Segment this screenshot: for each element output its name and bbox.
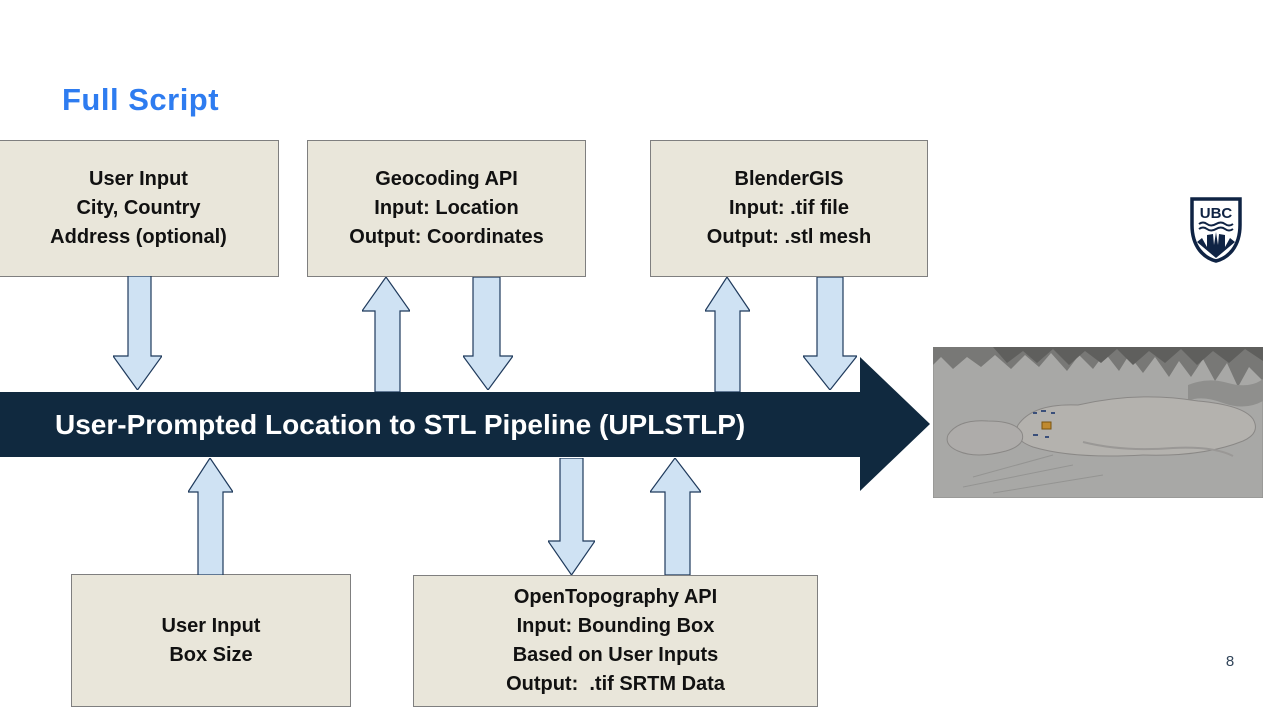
arrow-up-pipeline-to-geocoding bbox=[362, 277, 410, 392]
box-user-input-box-size: User Input Box Size bbox=[71, 574, 351, 707]
terrain-island bbox=[1015, 396, 1256, 457]
box-line: User Input bbox=[89, 168, 188, 190]
terrain-labels bbox=[1033, 410, 1055, 438]
ubc-wave-line bbox=[1198, 221, 1234, 227]
box-line: Geocoding API bbox=[375, 168, 518, 190]
box-line: OpenTopography API bbox=[513, 586, 718, 608]
terrain-contour bbox=[1082, 441, 1234, 457]
ubc-wave-line bbox=[1198, 226, 1234, 232]
box-line: Input: Bounding Box bbox=[516, 615, 715, 637]
arrow-down-userinput-to-pipeline bbox=[113, 276, 162, 390]
terrain-peninsula bbox=[946, 420, 1024, 456]
box-geocoding-api: Geocoding API Input: Location Output: Co… bbox=[307, 140, 586, 277]
arrow-up-boxsize-to-pipeline bbox=[188, 458, 233, 575]
arrow-down-blendergis-to-pipeline bbox=[803, 277, 857, 390]
page-number: 8 bbox=[1225, 653, 1235, 670]
box-opentopography-api: OpenTopography API Input: Bounding Box B… bbox=[413, 575, 818, 707]
arrow-up-opentopography-to-pipeline bbox=[650, 458, 701, 575]
terrain-lines bbox=[962, 454, 1104, 494]
box-blendergis: BlenderGIS Input: .tif file Output: .stl… bbox=[650, 140, 928, 277]
arrow-up-pipeline-to-blendergis bbox=[705, 277, 750, 392]
box-line: Input: .tif file bbox=[729, 197, 849, 219]
terrain-inlet bbox=[1188, 379, 1263, 407]
terrain-marker bbox=[1041, 421, 1052, 430]
box-line: Output: .tif SRTM Data bbox=[506, 673, 725, 695]
pipeline-banner-label: User-Prompted Location to STL Pipeline (… bbox=[55, 408, 746, 440]
pipeline-banner-arrow bbox=[0, 357, 930, 491]
arrow-down-geocoding-to-pipeline bbox=[463, 277, 513, 390]
box-user-input-location: User Input City, Country Address (option… bbox=[0, 140, 279, 277]
box-line: BlenderGIS bbox=[734, 168, 844, 190]
arrow-down-pipeline-to-opentopography bbox=[548, 458, 595, 575]
terrain-mountains bbox=[933, 347, 1263, 387]
ubc-logo-text: UBC bbox=[1200, 205, 1233, 222]
ubc-sunburst bbox=[1197, 232, 1235, 258]
page-title: Full Script bbox=[62, 82, 220, 117]
terrain-render-image bbox=[933, 347, 1263, 498]
box-line: City, Country bbox=[76, 197, 201, 219]
box-line: Based on User Inputs bbox=[512, 644, 719, 666]
box-line: Output: Coordinates bbox=[349, 226, 544, 248]
box-line: User Input bbox=[161, 614, 261, 637]
terrain-ridge-shadow bbox=[993, 347, 1263, 365]
ubc-logo: UBC bbox=[1190, 197, 1242, 263]
box-line: Output: .stl mesh bbox=[706, 226, 872, 248]
box-line: Address (optional) bbox=[50, 226, 227, 248]
box-line: Input: Location bbox=[374, 197, 519, 219]
box-line: Box Size bbox=[169, 643, 253, 666]
